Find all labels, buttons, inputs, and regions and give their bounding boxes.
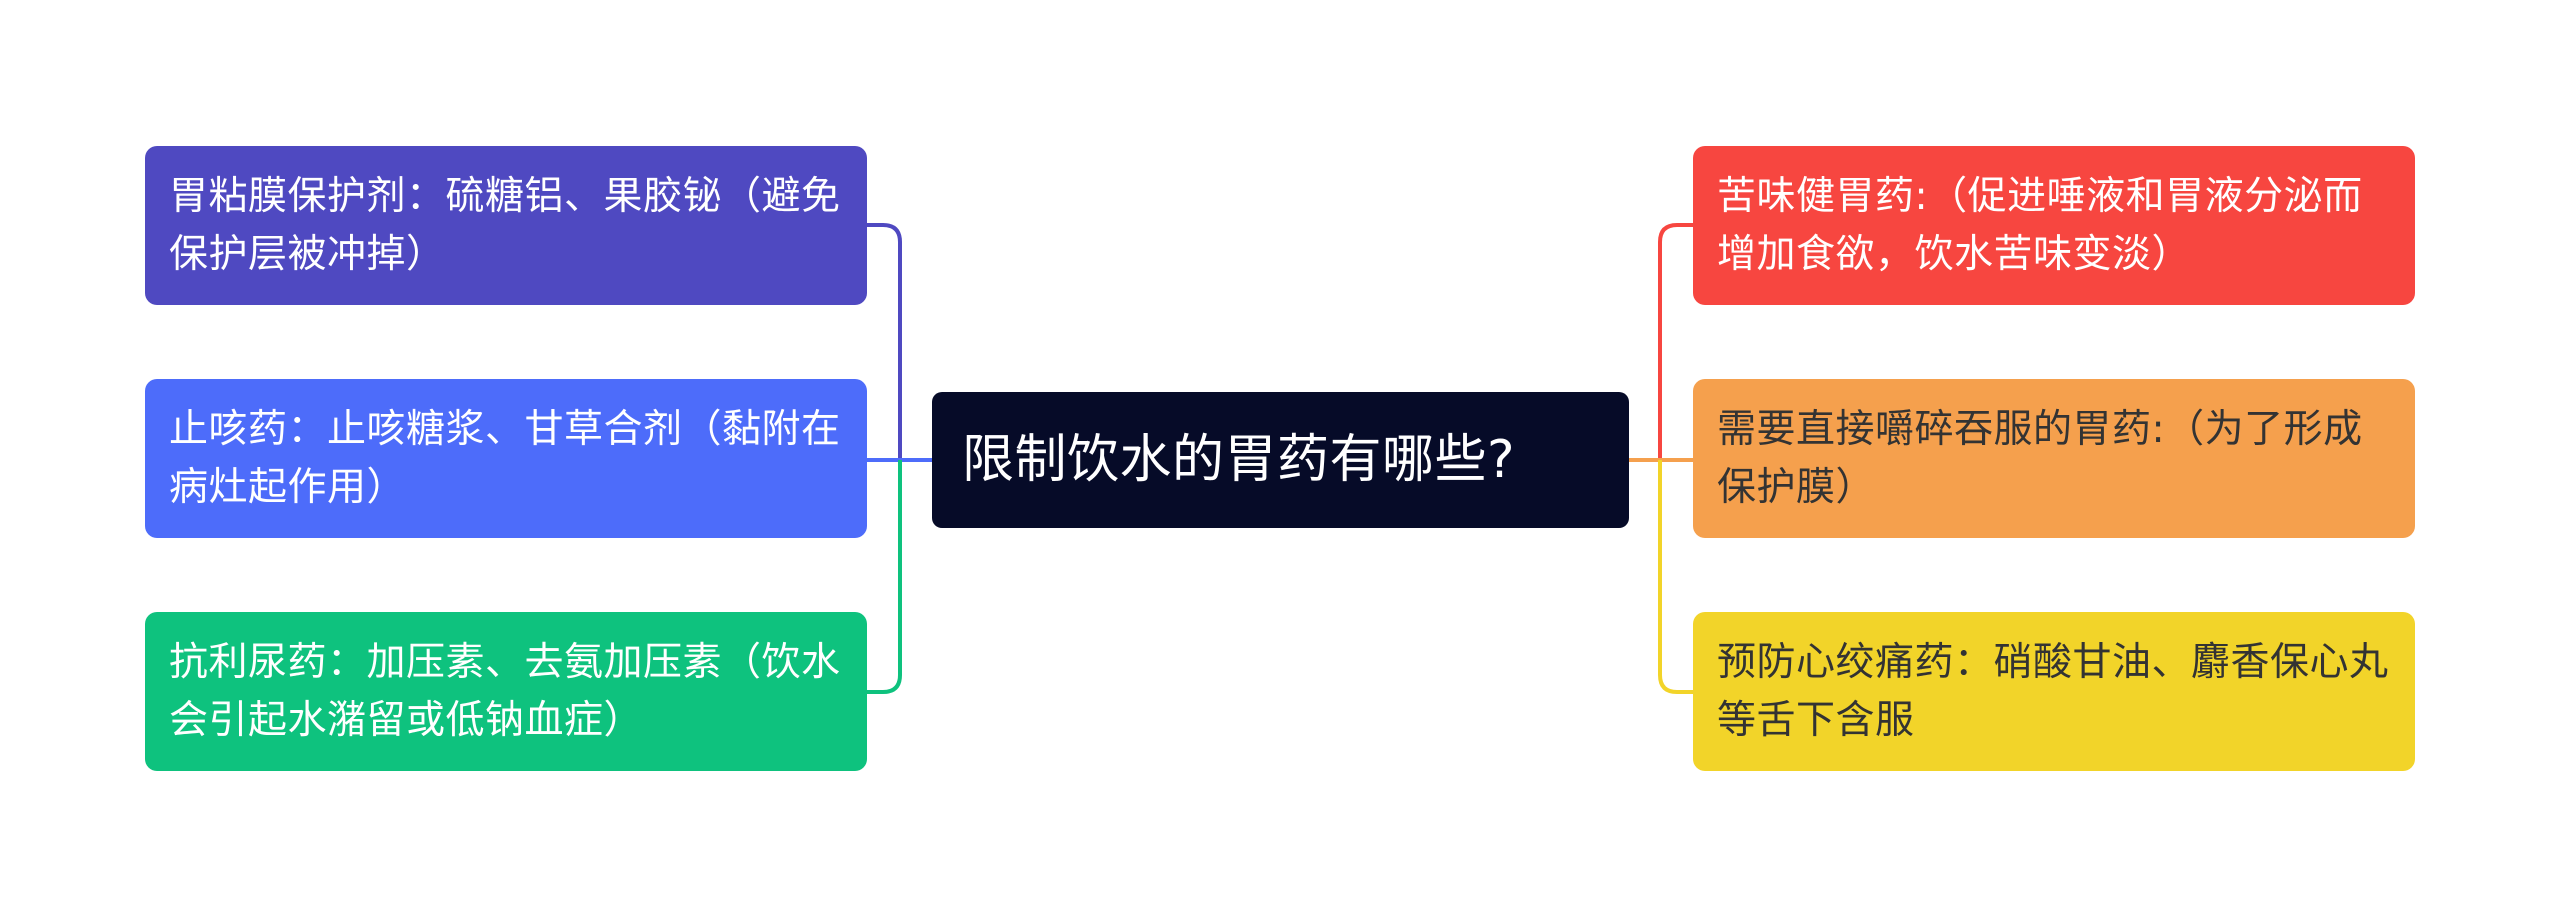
central-topic[interactable]: 限制饮水的胃药有哪些? (932, 392, 1629, 528)
branch-label: 抗利尿药：加压素、去氨加压素（饮水会引起水潴留或低钠血症） (169, 640, 841, 743)
branch-node-right-1[interactable]: 苦味健胃药:（促进唾液和胃液分泌而增加食欲，饮水苦味变淡） (1693, 146, 2415, 305)
branch-node-left-1[interactable]: 胃粘膜保护剂：硫糖铝、果胶铋（避免保护层被冲掉） (145, 146, 867, 305)
branch-label: 预防心绞痛药：硝酸甘油、麝香保心丸等舌下含服 (1717, 640, 2389, 743)
branch-node-left-3[interactable]: 抗利尿药：加压素、去氨加压素（饮水会引起水潴留或低钠血症） (145, 612, 867, 771)
central-topic-label: 限制饮水的胃药有哪些? (962, 430, 1516, 490)
branch-label: 止咳药：止咳糖浆、甘草合剂（黏附在病灶起作用） (169, 407, 841, 510)
branch-label: 苦味健胃药:（促进唾液和胃液分泌而增加食欲，饮水苦味变淡） (1717, 174, 2363, 277)
connector-left-3 (867, 460, 902, 694)
connector-right-3 (1658, 460, 1693, 694)
branch-label: 胃粘膜保护剂：硫糖铝、果胶铋（避免保护层被冲掉） (169, 174, 841, 277)
branch-label: 需要直接嚼碎吞服的胃药:（为了形成保护膜） (1717, 407, 2363, 510)
branch-node-right-2[interactable]: 需要直接嚼碎吞服的胃药:（为了形成保护膜） (1693, 379, 2415, 538)
connector-right-1 (1629, 223, 1693, 462)
branch-node-left-2[interactable]: 止咳药：止咳糖浆、甘草合剂（黏附在病灶起作用） (145, 379, 867, 538)
branch-node-right-3[interactable]: 预防心绞痛药：硝酸甘油、麝香保心丸等舌下含服 (1693, 612, 2415, 771)
connector-left-1 (867, 223, 932, 462)
